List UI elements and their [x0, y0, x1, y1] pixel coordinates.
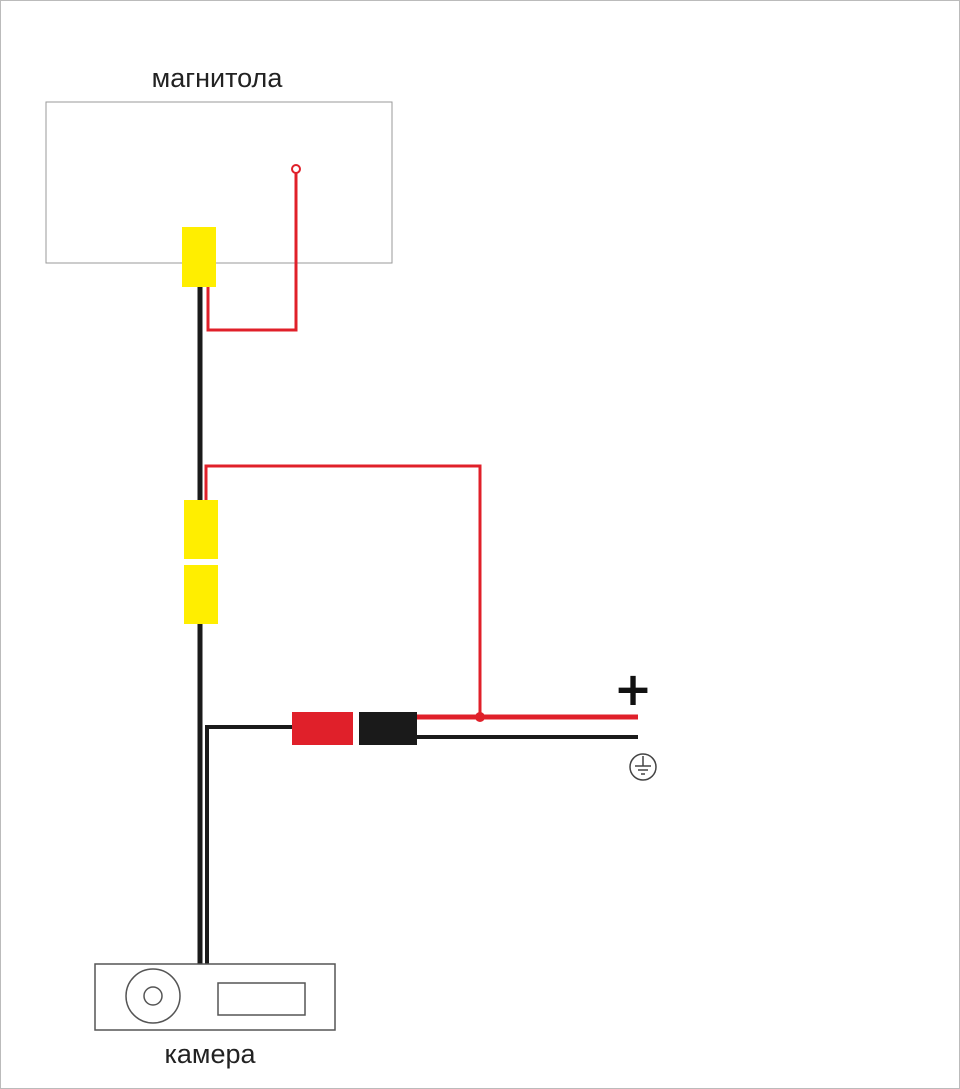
- plus-icon: +: [614, 662, 653, 716]
- reverse-signal-wire: [206, 172, 298, 332]
- head-unit-terminal: [291, 164, 301, 174]
- power-junction: [475, 712, 485, 722]
- camera-power-wire: [205, 725, 292, 964]
- rca-connector-lower: [184, 565, 218, 624]
- head-unit-rca-connector: [182, 227, 216, 287]
- power-connector-positive: [292, 712, 353, 745]
- power-connector-negative: [359, 712, 417, 745]
- camera-label: камера: [164, 1039, 256, 1069]
- camera-window: [217, 982, 306, 1016]
- head-unit-label: магнитола: [152, 63, 284, 93]
- head-unit-box: [45, 101, 393, 264]
- rca-power-wire: [204, 464, 482, 717]
- lens-icon: [125, 968, 181, 1024]
- rca-connector-upper: [184, 500, 218, 559]
- ground-icon: [629, 753, 657, 781]
